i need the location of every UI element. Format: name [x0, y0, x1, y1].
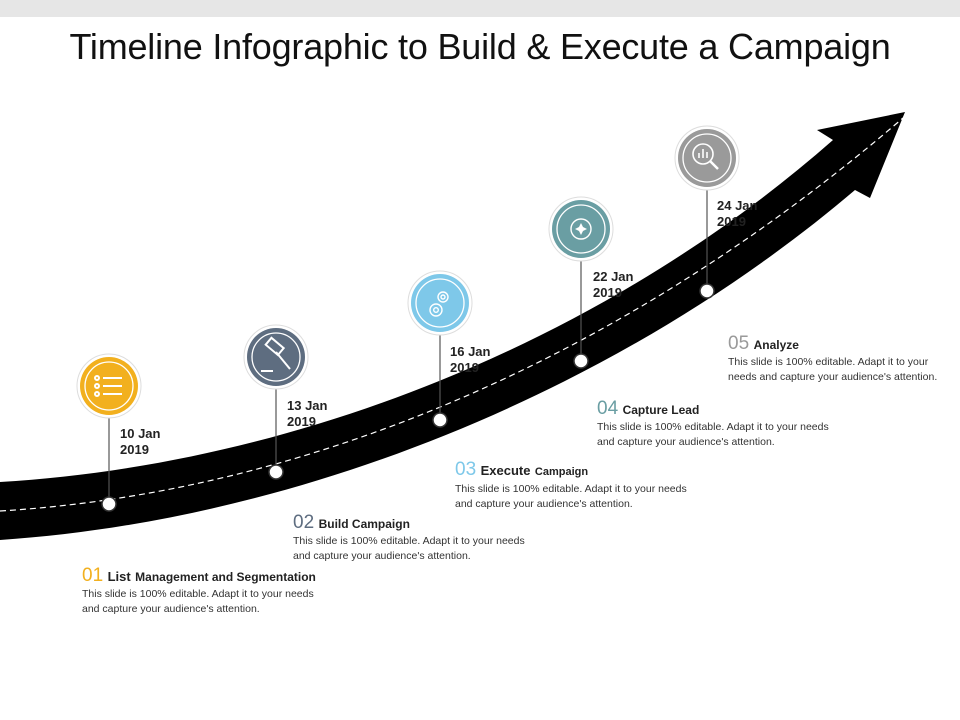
step-4-marker	[548, 196, 614, 369]
top-bar	[0, 0, 960, 17]
step-5-heading: Analyze	[753, 338, 799, 352]
step-4-description: This slide is 100% editable. Adapt it to…	[597, 421, 829, 448]
step-1-heading-rest: Management and Segmentation	[135, 570, 316, 584]
step-4-dot	[573, 353, 589, 369]
step-3-dot	[432, 412, 448, 428]
step-4-heading: Capture Lead	[622, 403, 700, 417]
gears-icon	[429, 291, 449, 317]
list-icon	[94, 375, 122, 397]
step-1-number: 01	[82, 565, 104, 586]
step-5-marker	[674, 125, 740, 299]
step-5-number: 05	[728, 333, 750, 354]
step-3-marker	[407, 270, 473, 428]
step-5-description: This slide is 100% editable. Adapt it to…	[728, 356, 938, 383]
chart-search-icon	[692, 143, 719, 170]
step-5-dot	[699, 283, 715, 299]
step-3-circle	[411, 274, 469, 332]
step-3-number: 03	[455, 459, 477, 480]
target-icon	[570, 218, 592, 240]
step-2-text: 02 Build Campaign This slide is 100% edi…	[293, 513, 563, 564]
step-5-text: 05 Analyze This slide is 100% editable. …	[728, 334, 960, 385]
step-1-marker	[76, 353, 142, 512]
step-2-dot	[268, 464, 284, 480]
step-2-marker	[243, 324, 309, 480]
step-1-dot	[101, 496, 117, 512]
step-3-heading: Execute	[480, 463, 531, 478]
road-arrow	[0, 112, 905, 540]
page-title: Timeline Infographic to Build & Execute …	[69, 26, 891, 67]
step-2-description: This slide is 100% editable. Adapt it to…	[293, 535, 525, 562]
step-2-circle	[247, 328, 305, 386]
step-3-text: 03 Execute Campaign This slide is 100% e…	[455, 460, 725, 512]
step-1-text: 01 List Management and Segmentation This…	[82, 566, 352, 617]
step-1-description: This slide is 100% editable. Adapt it to…	[82, 588, 314, 615]
road-centerline	[0, 117, 904, 512]
step-1-heading: List	[107, 569, 131, 584]
step-2-number: 02	[293, 512, 315, 533]
step-2-heading: Build Campaign	[318, 517, 410, 531]
step-3-description: This slide is 100% editable. Adapt it to…	[455, 483, 687, 510]
step-4-number: 04	[597, 398, 619, 419]
step-3-heading-rest: Campaign	[534, 466, 589, 478]
gavel-icon	[261, 336, 291, 372]
step-4-text: 04 Capture Lead This slide is 100% edita…	[597, 399, 867, 450]
